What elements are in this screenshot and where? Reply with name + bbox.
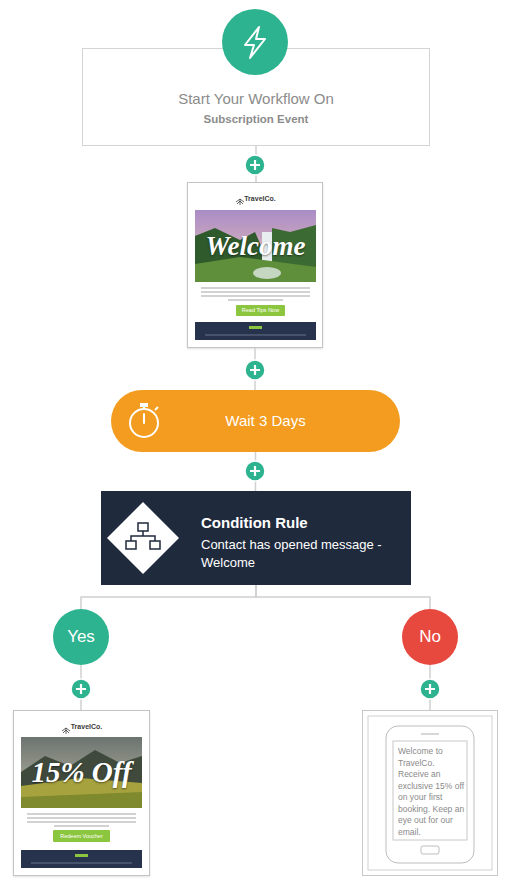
email-footer [21, 850, 142, 868]
add-step-button [245, 461, 265, 481]
stopwatch-stem [143, 407, 145, 409]
condition-text: Contact has opened message - Welcome [201, 536, 396, 572]
plus-sign [425, 684, 435, 694]
phone-home-button [421, 846, 439, 854]
condition-diamond [107, 502, 179, 574]
brand-logo: TravelCo. [188, 195, 322, 202]
offer-email-details [21, 728, 142, 868]
condition-title: Condition Rule [201, 514, 308, 531]
plus-circle [245, 461, 265, 481]
add-step-button [245, 155, 265, 175]
stopwatch-face [130, 409, 158, 437]
logo-tree [236, 199, 244, 205]
phone-screen [393, 741, 467, 840]
hierarchy-box [150, 541, 160, 549]
hierarchy-lines [131, 531, 155, 541]
branch-label: No [419, 627, 441, 647]
wait-step-pill: Wait 3 Days [111, 390, 400, 452]
stopwatch-knob [140, 403, 148, 407]
photo-mountains [21, 750, 142, 790]
photo-grass [195, 257, 316, 282]
add-step-button [71, 679, 91, 699]
hero-image: Welcome [195, 210, 316, 282]
plus-circle [420, 679, 440, 699]
frame-inner [368, 716, 492, 870]
flow-connector [256, 585, 430, 609]
plus-circle [245, 360, 265, 380]
step-sublabel: Subscription Event [83, 113, 429, 125]
stopwatch-hand [143, 414, 145, 423]
plus-sign [250, 466, 260, 476]
button-label: Redeem Voucher [53, 830, 110, 842]
brand-logo: TravelCo. [14, 723, 149, 730]
sms-phone: Welcome to TravelCo. Receive an exclusiv… [362, 710, 498, 876]
step-label: Start Your Workflow On [83, 90, 429, 107]
button-label: Read Tips Now [236, 305, 285, 316]
stopwatch-button [155, 407, 158, 410]
footer-text-line [205, 335, 306, 336]
plus-sign [250, 160, 260, 170]
body-text-lines [27, 814, 136, 826]
plus-circle [71, 679, 91, 699]
branch-label: Yes [67, 627, 95, 647]
phone-outline [368, 716, 492, 870]
welcome-hero-photo [195, 210, 316, 282]
condition-icon [107, 502, 179, 574]
hero-image: 15% Off [21, 737, 142, 808]
welcome-email-details [195, 199, 316, 340]
no-branch-circle: No [402, 609, 458, 665]
plus-circle [245, 155, 265, 175]
offer-hero-photo [21, 737, 142, 808]
trigger-icon [222, 9, 288, 75]
footer-text-line [31, 863, 132, 864]
lightning-bolt [245, 27, 265, 58]
plus-sign [76, 684, 86, 694]
add-step-button [245, 360, 265, 380]
add-step-buttons [71, 155, 440, 699]
add-step-button [420, 679, 440, 699]
sms-message: Welcome to TravelCo. Receive an exclusiv… [398, 746, 466, 838]
body-text-lines [201, 288, 310, 300]
photo-sky [21, 737, 142, 808]
photo-field [21, 792, 142, 808]
cta-button: Read Tips Now [236, 305, 285, 316]
stopwatch-icon [130, 403, 158, 437]
logo-tree [62, 728, 70, 734]
yes-branch-circle: Yes [53, 609, 109, 665]
hierarchy-box [138, 523, 148, 531]
photo-sky [195, 210, 316, 282]
hero-headline: Welcome [206, 231, 306, 262]
email-footer [195, 322, 316, 340]
cta-button: Redeem Voucher [53, 830, 110, 842]
trigger-circle [222, 9, 288, 75]
footer-logo [75, 854, 88, 857]
phone-speaker [421, 733, 439, 734]
wait-label: Wait 3 Days [131, 390, 400, 452]
photo-mist [253, 267, 281, 279]
plus-sign [250, 365, 260, 375]
hierarchy-box [126, 541, 136, 549]
hero-headline: 15% Off [31, 756, 131, 789]
flow-connector [81, 585, 256, 609]
footer-logo [249, 326, 262, 329]
phone-body [386, 726, 474, 863]
